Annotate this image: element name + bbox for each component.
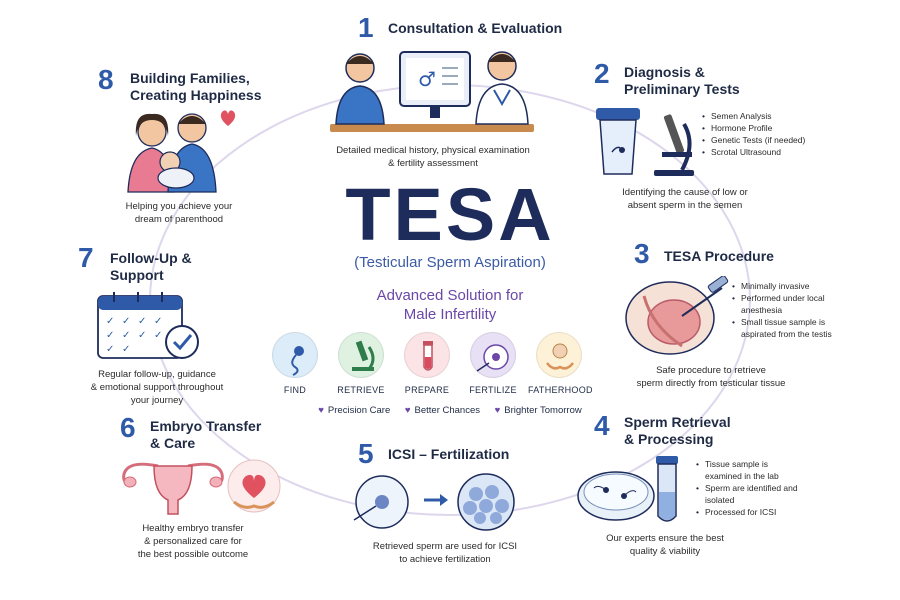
- step-4-bullet: Sperm are identified and isolated: [696, 482, 806, 506]
- step-6-desc-line2: & personalized care for: [144, 536, 242, 547]
- step-4-title-line1: Sperm Retrieval: [624, 414, 731, 430]
- flow-fatherhood: FATHERHOOD: [528, 332, 593, 395]
- microscope-icon: [338, 332, 384, 378]
- step-8-title-line2: Creating Happiness: [130, 87, 262, 103]
- egg-cell-icon: [470, 332, 516, 378]
- step-8-number: 8: [98, 64, 114, 95]
- bullet-dot-icon: ♥: [404, 405, 411, 416]
- step-1-title: Consultation & Evaluation: [388, 20, 563, 36]
- svg-text:✓: ✓: [154, 316, 162, 327]
- baby-hands-icon: [536, 332, 582, 378]
- flow-retrieve: RETRIEVE: [330, 332, 392, 395]
- step-7-title-line1: Follow-Up &: [110, 250, 192, 266]
- svg-text:✓: ✓: [106, 344, 114, 355]
- sperm-icon: [272, 332, 318, 378]
- step-3-bullet: Minimally invasive: [732, 280, 842, 292]
- petri-dish-tube-icon: [577, 456, 678, 522]
- uterus-care-icon: [122, 459, 281, 515]
- flow-fertilize: FERTILIZE: [462, 332, 524, 395]
- step-3-desc-line1: Safe procedure to retrieve: [656, 365, 766, 376]
- svg-text:✓: ✓: [122, 330, 130, 341]
- step-2-bullet: Genetic Tests (if needed): [702, 134, 812, 146]
- flow-label: FIND: [283, 385, 307, 395]
- step-7-desc-line2: & emotional support throughout: [90, 382, 224, 393]
- step-6-title-line1: Embryo Transfer: [150, 418, 262, 434]
- chip: ♥Better Chances: [405, 405, 480, 416]
- bullet-dot-icon: ♥: [318, 405, 324, 416]
- step-4-desc-line2: quality & viability: [629, 546, 701, 557]
- step-2-desc-line2: absent sperm in the semen: [627, 200, 743, 211]
- step-1-number: 1: [358, 12, 374, 43]
- step-3-title: TESA Procedure: [664, 248, 774, 264]
- step-6-desc-line1: Healthy embryo transfer: [142, 523, 244, 534]
- step-1-desc-line1: Detailed medical history, physical exami…: [336, 145, 530, 156]
- step-3-bullet: Performed under local anesthesia: [732, 292, 842, 316]
- step-8-desc-line2: dream of parenthood: [134, 214, 224, 225]
- main-subtitle: (Testicular Sperm Aspiration): [354, 254, 546, 271]
- step-4-number: 4: [594, 410, 610, 441]
- step-7-number: 7: [78, 242, 94, 273]
- consultation-icon: ♂: [330, 51, 534, 132]
- step-5-desc-line1: Retrieved sperm are used for ICSI: [372, 541, 518, 552]
- step-3-number: 3: [634, 238, 650, 269]
- flow-label: RETRIEVE: [337, 385, 385, 395]
- step-2-bullet: Scrotal Ultrasound: [702, 146, 812, 158]
- step-5-desc-line2: to achieve fertilization: [399, 554, 491, 565]
- main-tagline: Advanced Solution for Male Infertility: [320, 286, 580, 324]
- chip: ♥Precision Care: [318, 405, 390, 416]
- icsi-egg-embryo-icon: [353, 473, 515, 531]
- calendar-check-icon: ✓ ✓ ✓ ✓ ✓ ✓ ✓ ✓ ✓ ✓: [97, 292, 199, 359]
- step-6-desc-line3: the best possible outcome: [137, 549, 249, 560]
- family-icon: [127, 110, 236, 193]
- step-4-title-line2: & Processing: [624, 431, 714, 447]
- svg-text:✓: ✓: [106, 316, 114, 327]
- main-title: TESA: [345, 173, 555, 256]
- tagline-line2: Male Infertility: [403, 306, 497, 323]
- step-2-title-line2: Preliminary Tests: [624, 81, 740, 97]
- flow-prepare: PREPARE: [396, 332, 458, 395]
- sample-cup-microscope-icon: [596, 108, 694, 176]
- step-1-desc-line2: & fertility assessment: [388, 158, 478, 169]
- step-2-title-line1: Diagnosis &: [624, 64, 705, 80]
- step-2-number: 2: [594, 58, 610, 89]
- flow-label: FATHERHOOD: [528, 385, 593, 395]
- step-8-title-line1: Building Families,: [130, 70, 250, 86]
- flow-label: PREPARE: [404, 385, 450, 395]
- test-tube-icon: [404, 332, 450, 378]
- flow-find: FIND: [264, 332, 326, 395]
- step-4-bullet: Tissue sample is examined in the lab: [696, 458, 806, 482]
- step-7-title-line2: Support: [110, 267, 164, 283]
- svg-text:✓: ✓: [138, 316, 146, 327]
- step-2-desc-line1: Identifying the cause of low or: [622, 187, 748, 198]
- svg-text:✓: ✓: [106, 330, 114, 341]
- svg-text:♂: ♂: [418, 67, 436, 91]
- tagline-line1: Advanced Solution for: [376, 287, 524, 304]
- chip-label: Better Chances: [414, 405, 480, 416]
- chip-label: Precision Care: [327, 405, 391, 416]
- testis-aspiration-icon: [625, 276, 729, 355]
- step-8-desc-line1: Helping you achieve your: [125, 201, 233, 212]
- svg-text:✓: ✓: [154, 330, 162, 341]
- step-6-title-line2: & Care: [150, 435, 196, 451]
- step-2-bullet: Semen Analysis: [702, 110, 812, 122]
- step-7-desc-line1: Regular follow-up, guidance: [98, 369, 216, 380]
- step-3-desc-line2: sperm directly from testicular tissue: [636, 378, 786, 389]
- svg-text:✓: ✓: [122, 344, 130, 355]
- step-4-bullet: Processed for ICSI: [696, 506, 806, 518]
- step-6-number: 6: [120, 412, 136, 443]
- chip: ♥Brighter Tomorrow: [495, 405, 582, 416]
- chip-label: Brighter Tomorrow: [504, 405, 582, 416]
- step-7-desc-line3: your journey: [130, 395, 184, 406]
- step-5-title: ICSI – Fertilization: [388, 446, 510, 462]
- step-4-desc-line1: Our experts ensure the best: [606, 533, 724, 544]
- svg-text:✓: ✓: [138, 330, 146, 341]
- benefit-chips: ♥Precision Care ♥Better Chances ♥Brighte…: [285, 405, 615, 416]
- step-5-number: 5: [358, 438, 374, 469]
- step-3-bullet: Small tissue sample is aspirated from th…: [732, 316, 842, 340]
- flow-label: FERTILIZE: [469, 385, 517, 395]
- svg-text:✓: ✓: [122, 316, 130, 327]
- step-2-bullet: Hormone Profile: [702, 122, 812, 134]
- bullet-dot-icon: ♥: [494, 405, 501, 416]
